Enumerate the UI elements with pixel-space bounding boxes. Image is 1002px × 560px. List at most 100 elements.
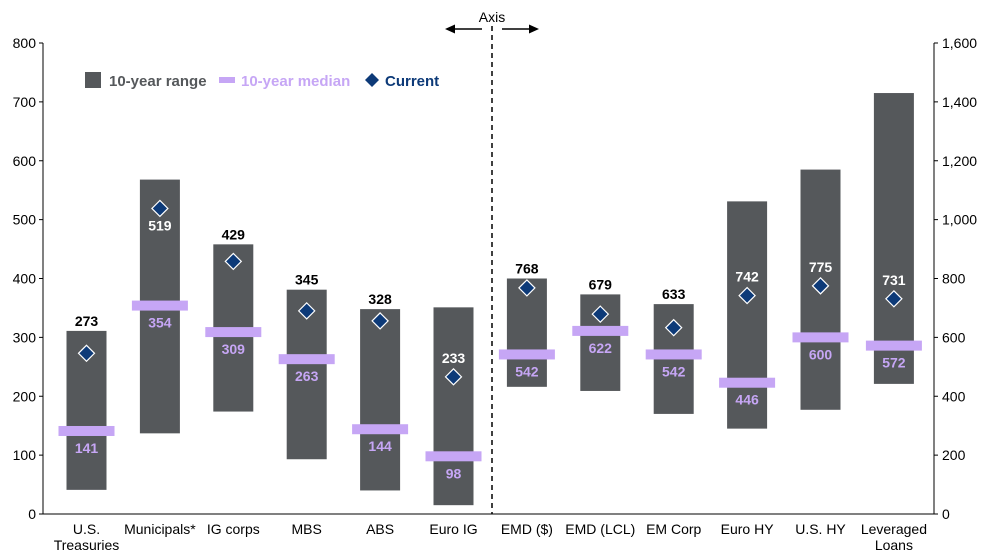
median-marker: [719, 377, 776, 388]
legend-current-label: Current: [385, 73, 439, 90]
current-value-label: 233: [442, 350, 466, 366]
category-label-line: EMD ($): [501, 521, 553, 537]
left-axis-tick-label: 500: [13, 212, 37, 228]
left-axis-tick-label: 200: [13, 388, 37, 404]
current-marker: [224, 252, 243, 271]
current-value-label: 519: [148, 217, 172, 233]
median-value-label: 622: [589, 340, 613, 356]
median-marker: [792, 332, 849, 343]
category-label-line: Euro HY: [721, 521, 775, 537]
right-axis-tick-label: 1,000: [942, 212, 977, 228]
category-label-line: U.S. HY: [795, 521, 846, 537]
current-value-label: 273: [75, 313, 99, 329]
axis-divider-label-text: Axis: [479, 9, 505, 25]
range-bar: [360, 309, 401, 491]
current-marker: [77, 344, 96, 363]
range-bar: [433, 307, 474, 506]
category-label: Euro IG: [429, 521, 477, 537]
category-label-line: Municipals*: [124, 521, 196, 537]
category-label-line: EM Corp: [646, 521, 701, 537]
category-label: IG corps: [207, 521, 260, 537]
current-marker: [591, 305, 610, 323]
median-marker: [352, 424, 409, 435]
right-axis-tick-label: 400: [942, 388, 966, 404]
legend-median-swatch: [219, 77, 235, 83]
left-axis-tick-label: 100: [13, 447, 37, 463]
legend-current-diamond-icon: [365, 73, 379, 87]
median-value-label: 98: [446, 465, 462, 481]
median-value-label: 600: [809, 346, 833, 362]
median-value-label: 263: [295, 368, 319, 384]
left-axis-tick-label: 600: [13, 153, 37, 169]
category-label: U.S.Treasuries: [54, 521, 120, 553]
median-value-label: 572: [882, 355, 906, 371]
range-bar: [727, 201, 768, 429]
right-axis-tick-label: 600: [942, 329, 966, 345]
category-label-line: MBS: [292, 521, 322, 537]
right-axis-tick-label: 1,200: [942, 153, 977, 169]
current-marker: [151, 199, 169, 218]
median-marker: [498, 349, 555, 360]
left-axis-tick-label: 0: [28, 506, 36, 522]
left-axis-tick-label: 400: [13, 271, 37, 287]
left-axis-tick-label: 700: [13, 94, 37, 110]
category-label: U.S. HY: [795, 521, 846, 537]
right-axis-tick-label: 1,400: [942, 94, 977, 110]
current-value-label: 742: [735, 269, 759, 285]
left-axis: 0 100 200 300 400 500 600 700 800: [13, 35, 44, 522]
right-axis-tick-label: 200: [942, 447, 966, 463]
range-bar: [873, 93, 914, 384]
category-label: Euro HY: [721, 521, 775, 537]
current-marker: [885, 289, 903, 308]
median-marker: [425, 451, 482, 462]
axis-divider-label: Axis: [445, 9, 539, 34]
current-value-label: 345: [295, 272, 319, 288]
category-label: ABS: [366, 521, 394, 537]
current-value-label: 633: [662, 286, 686, 302]
range-bars: [66, 93, 914, 506]
current-marker: [518, 279, 536, 297]
category-label-line: U.S.: [73, 521, 100, 537]
median-marker: [572, 325, 629, 336]
category-label-line: Euro IG: [429, 521, 477, 537]
legend-range-label: 10-year range: [109, 73, 207, 90]
median-marker: [865, 340, 922, 351]
category-label: EMD ($): [501, 521, 553, 537]
right-axis-tick-label: 1,600: [942, 35, 977, 51]
legend: 10-year range 10-year median Current: [85, 72, 439, 90]
median-value-label: 144: [368, 438, 392, 454]
current-marker: [371, 312, 389, 330]
current-markers: [77, 199, 903, 386]
right-arrowhead-icon: [529, 24, 539, 34]
current-value-label: 731: [882, 272, 906, 288]
median-value-label: 141: [75, 440, 99, 456]
current-marker: [444, 367, 463, 386]
current-value-label: 775: [809, 259, 833, 275]
category-label-line: ABS: [366, 521, 394, 537]
median-value-label: 354: [148, 315, 172, 331]
current-marker: [738, 286, 756, 305]
legend-range-swatch: [85, 72, 101, 88]
current-marker: [297, 302, 316, 320]
left-axis-tick-label: 800: [13, 35, 37, 51]
median-value-label: 446: [735, 392, 759, 408]
category-label-line: Treasuries: [54, 537, 120, 553]
category-label-line: EMD (LCL): [565, 521, 635, 537]
median-value-label: 309: [222, 341, 246, 357]
category-label-line: IG corps: [207, 521, 260, 537]
median-marker: [58, 425, 115, 436]
median-value-label: 542: [662, 363, 686, 379]
median-marker: [131, 300, 188, 311]
category-label: Municipals*: [124, 521, 196, 537]
category-label: EM Corp: [646, 521, 701, 537]
median-marker: [205, 327, 262, 338]
category-label-line: Loans: [875, 537, 913, 553]
left-axis-tick-label: 300: [13, 329, 37, 345]
median-marker: [278, 354, 335, 365]
value-labels: 2731415193544293093452633281442339876854…: [75, 217, 906, 481]
current-value-label: 328: [368, 291, 392, 307]
left-arrowhead-icon: [445, 24, 455, 34]
